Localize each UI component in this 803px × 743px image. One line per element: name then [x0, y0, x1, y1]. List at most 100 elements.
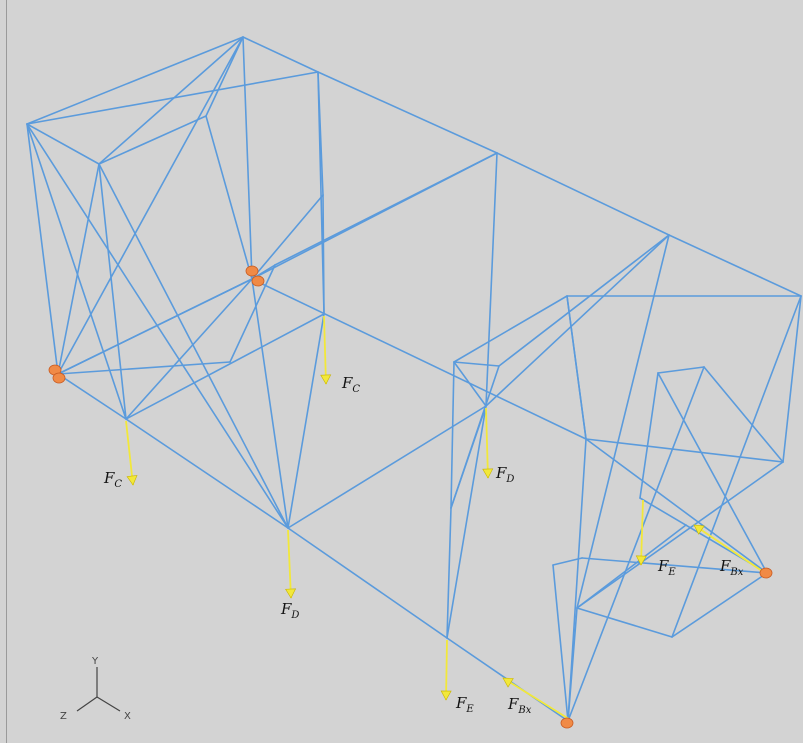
- load-label-fbx-bottom: FBx: [507, 695, 532, 716]
- truss-member: [703, 366, 784, 463]
- truss-member: [657, 372, 768, 574]
- support-marker: [759, 567, 773, 579]
- load-label-fbx-right: FBx: [719, 557, 744, 578]
- truss-member: [446, 405, 487, 639]
- truss-member: [576, 524, 687, 609]
- truss-member: [450, 361, 455, 509]
- support-marker: [560, 717, 574, 729]
- truss-member: [453, 295, 568, 363]
- truss-member: [98, 163, 127, 420]
- axis-triad: Y Z X: [60, 656, 131, 722]
- load-arrow-fd-center: [287, 529, 292, 599]
- truss-member: [229, 264, 276, 363]
- truss-member: [552, 564, 569, 722]
- arrowhead-fbx-right: [693, 524, 705, 535]
- truss-member: [576, 234, 670, 609]
- load-arrow-fc-left: [125, 420, 134, 486]
- truss-member: [205, 115, 253, 280]
- truss-member: [317, 71, 498, 154]
- arrowhead-fe-bottom: [440, 690, 452, 701]
- truss-member: [576, 607, 673, 638]
- load-arrow-fc-mid: [323, 315, 327, 385]
- truss-member: [453, 361, 500, 367]
- viewport-border: [6, 0, 7, 743]
- x-axis-line: [96, 696, 121, 712]
- load-label-fc-left: FC: [103, 469, 122, 490]
- truss-members: [26, 36, 802, 722]
- truss-member: [125, 313, 325, 420]
- truss-member: [552, 557, 583, 566]
- truss-member: [274, 152, 498, 266]
- truss-member: [57, 278, 253, 375]
- truss-member: [26, 71, 319, 125]
- truss-member: [57, 163, 100, 375]
- load-arrow-fbx-right: [693, 524, 766, 574]
- truss-member: [585, 438, 784, 463]
- truss-member: [125, 418, 289, 529]
- truss-member: [26, 123, 59, 375]
- support-marker: [52, 372, 66, 384]
- truss-member: [657, 366, 705, 374]
- truss-member: [671, 295, 802, 638]
- z-axis-line: [76, 696, 98, 712]
- truss-member: [98, 115, 207, 165]
- truss-member: [450, 365, 500, 509]
- truss-member: [251, 194, 324, 280]
- load-arrow-fbx-bottom: [502, 677, 570, 720]
- support-marker: [251, 275, 265, 287]
- load-arrows: [125, 315, 766, 720]
- truss-member: [322, 194, 325, 315]
- truss-member: [496, 152, 670, 236]
- truss-member: [287, 313, 325, 529]
- load-label-fd-right: FD: [495, 464, 514, 485]
- truss-member: [98, 163, 289, 529]
- truss-member: [566, 295, 587, 440]
- truss-member: [498, 234, 670, 367]
- truss-member: [576, 461, 784, 609]
- load-labels: FC FC FD FD FE FE FBx FBx: [103, 374, 744, 716]
- load-label-fd-center: FD: [280, 600, 299, 621]
- truss-member: [567, 438, 587, 722]
- truss-member: [485, 234, 670, 407]
- truss-member: [782, 295, 802, 463]
- truss-member: [98, 36, 244, 165]
- truss-member: [585, 438, 768, 574]
- truss-member: [57, 36, 244, 375]
- truss-member: [567, 366, 705, 722]
- arrowhead-fbx-bottom: [502, 677, 514, 688]
- load-arrow-fd-right: [485, 407, 489, 479]
- arrowhead-fe-right: [635, 555, 647, 566]
- truss-member: [287, 405, 487, 529]
- load-label-fe-right: FE: [657, 557, 676, 578]
- load-arrow-fe-right: [640, 499, 644, 566]
- truss-member: [251, 278, 587, 440]
- truss-member: [57, 373, 127, 420]
- supports: [48, 265, 773, 729]
- support-marker: [245, 265, 259, 277]
- truss-member: [125, 278, 253, 420]
- truss-member: [242, 36, 253, 280]
- arrowhead-fc-mid: [320, 374, 332, 385]
- truss-member: [26, 36, 244, 125]
- load-arrow-fe-bottom: [445, 639, 448, 701]
- arrowhead-fd-center: [285, 588, 297, 599]
- truss-member: [242, 36, 319, 73]
- truss-member: [581, 557, 768, 574]
- truss-member: [317, 71, 324, 196]
- truss-member: [57, 361, 231, 375]
- y-axis-label: Y: [91, 656, 99, 667]
- truss-member: [287, 527, 448, 639]
- truss-member: [485, 152, 498, 407]
- truss-member: [26, 123, 100, 165]
- load-label-fe-bottom: FE: [455, 694, 474, 715]
- load-label-fc-mid: FC: [341, 374, 360, 395]
- truss-member: [446, 507, 452, 639]
- z-axis-label: Z: [60, 711, 67, 722]
- truss-member: [668, 234, 802, 297]
- arrowhead-fd-right: [482, 468, 494, 479]
- x-axis-label: X: [124, 711, 131, 722]
- arrowhead-fc-left: [126, 475, 138, 486]
- truss-member: [205, 36, 244, 117]
